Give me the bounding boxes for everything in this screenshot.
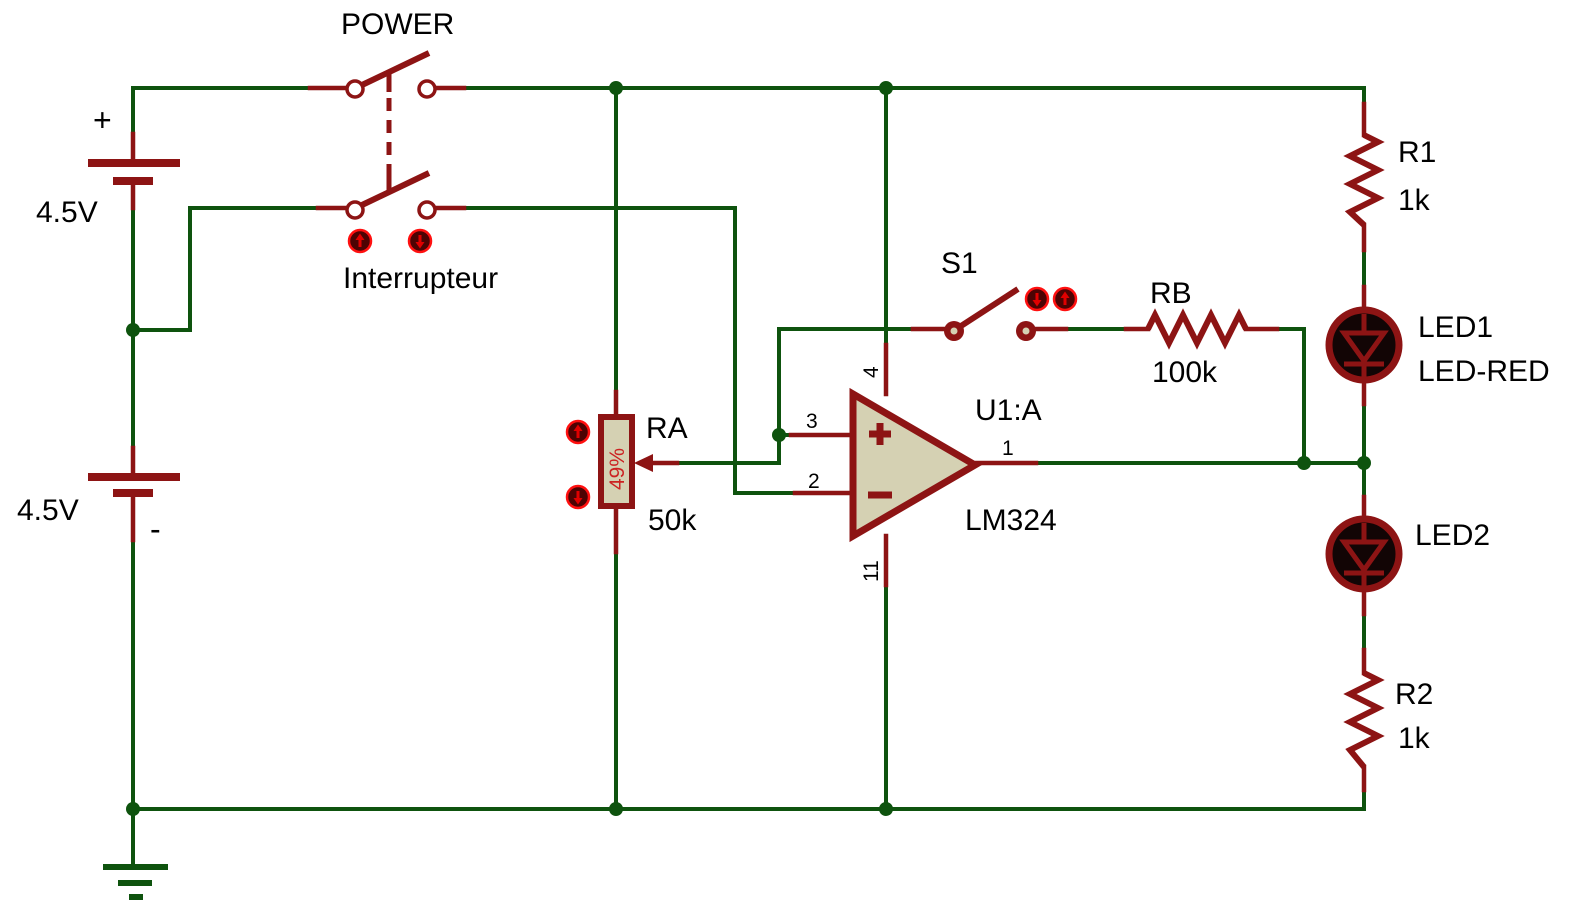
wire-pin3-to-s1 xyxy=(777,327,915,437)
opamp-pin2: 2 xyxy=(808,470,820,493)
pot-up-button[interactable] xyxy=(565,419,591,445)
junction xyxy=(879,81,893,95)
wire-top-left xyxy=(131,86,312,136)
resistor-r1[interactable] xyxy=(1343,101,1385,253)
s1-up-button[interactable] xyxy=(1052,286,1078,312)
pot-ref: RA xyxy=(646,412,688,445)
r2-ref: R2 xyxy=(1395,678,1433,711)
battery-top-value: 4.5V xyxy=(36,196,98,229)
resistor-rb[interactable] xyxy=(1123,308,1280,350)
s1-lever[interactable] xyxy=(959,286,1020,329)
opamp-plus-sign xyxy=(869,423,891,445)
interrupteur-switch[interactable] xyxy=(315,170,467,220)
battery-bottom[interactable] xyxy=(88,445,180,543)
wire-rb-to-output xyxy=(1275,327,1306,465)
opamp-ref: U1:A xyxy=(975,394,1042,427)
junction xyxy=(1297,456,1311,470)
opamp-pin4: 4 xyxy=(860,366,883,378)
rb-ref: RB xyxy=(1150,277,1192,310)
junction xyxy=(126,323,140,337)
junction xyxy=(772,428,786,442)
led1-ref: LED1 xyxy=(1418,311,1493,344)
opamp-pin11: 11 xyxy=(860,560,883,582)
pot-ra[interactable] xyxy=(598,389,680,555)
pot-wiper-arrow xyxy=(634,454,653,472)
interrupteur-label: Interrupteur xyxy=(343,262,498,295)
pot-wiper-value: 49% xyxy=(606,448,629,490)
junction xyxy=(126,802,140,816)
wire-bottom-rail xyxy=(131,788,1366,866)
opamp-pin3: 3 xyxy=(806,410,818,433)
led1[interactable] xyxy=(1325,284,1403,407)
wire-interrupteur-left xyxy=(131,206,320,332)
s1-down-button[interactable] xyxy=(1024,286,1050,312)
opamp-pin1: 1 xyxy=(1002,437,1014,460)
junction-dots xyxy=(126,81,1371,816)
ground-symbol xyxy=(103,864,168,900)
battery-top-plus: + xyxy=(93,102,112,138)
led2[interactable] xyxy=(1325,494,1403,617)
battery-bottom-minus: - xyxy=(150,511,161,547)
junction xyxy=(609,802,623,816)
r2-value: 1k xyxy=(1398,722,1431,755)
interrupteur-lever[interactable] xyxy=(360,170,431,208)
pot-value: 50k xyxy=(648,504,697,537)
power-switch[interactable] xyxy=(307,50,467,99)
r1-value: 1k xyxy=(1398,184,1431,217)
s1-ref: S1 xyxy=(941,247,978,280)
interrupteur-up-button[interactable] xyxy=(347,228,373,254)
junction xyxy=(1357,456,1371,470)
resistor-r2[interactable] xyxy=(1343,647,1385,793)
switch-s1[interactable] xyxy=(910,286,1069,341)
led1-value: LED-RED xyxy=(1418,355,1550,388)
battery-bottom-value: 4.5V xyxy=(17,494,79,527)
power-switch-lever[interactable] xyxy=(360,50,431,88)
rb-value: 100k xyxy=(1152,356,1218,389)
led2-ref: LED2 xyxy=(1415,519,1490,552)
wire-interrupteur-to-pin2 xyxy=(462,206,799,495)
power-switch-label: POWER xyxy=(341,8,454,41)
wire-net xyxy=(131,86,1366,866)
opamp-u1a[interactable] xyxy=(788,342,1039,588)
opamp-part: LM324 xyxy=(965,504,1057,537)
interrupteur-down-button[interactable] xyxy=(407,228,433,254)
junction xyxy=(879,802,893,816)
r1-ref: R1 xyxy=(1398,136,1436,169)
pot-down-button[interactable] xyxy=(565,484,591,510)
junction xyxy=(609,81,623,95)
battery-top[interactable] xyxy=(88,131,180,211)
wire-top-rail xyxy=(462,86,1366,106)
